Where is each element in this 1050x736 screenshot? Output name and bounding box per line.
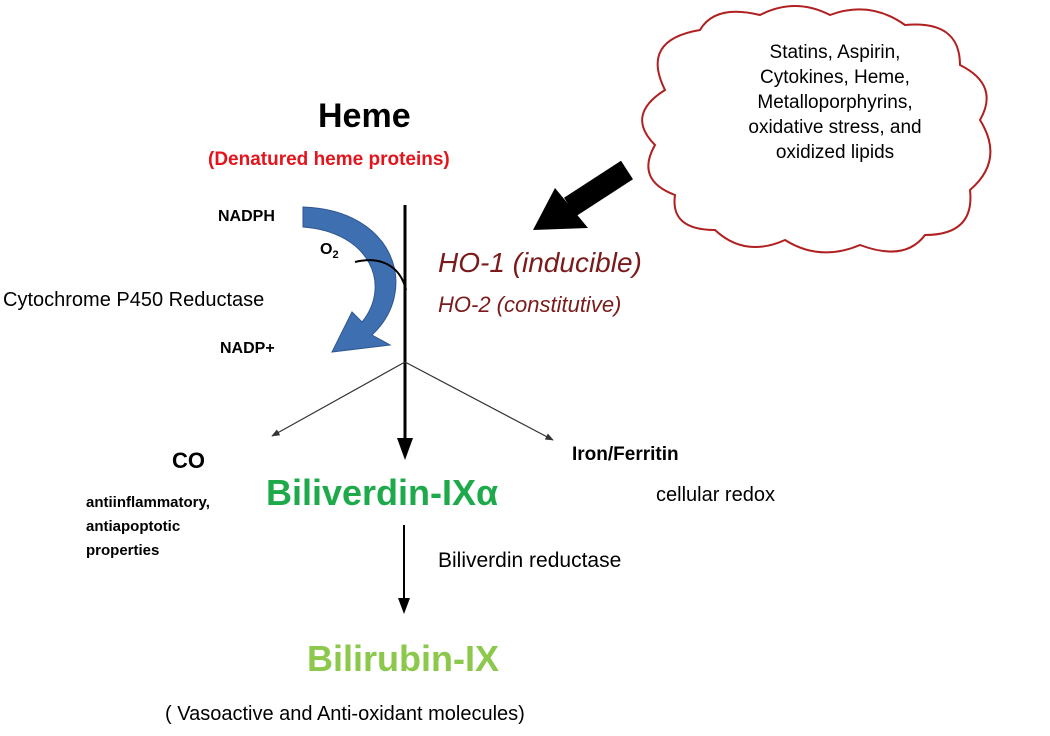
o2-symbol: O	[320, 241, 333, 258]
bilirubin-note: ( Vasoactive and Anti-oxidant molecules)	[165, 703, 525, 725]
co-label: CO	[172, 448, 205, 473]
inducer-line: Metalloporphyrins,	[757, 92, 913, 113]
ho2-label: HO-2 (constitutive)	[438, 292, 622, 317]
ho1-label: HO-1 (inducible)	[438, 247, 642, 278]
co-property-line: properties	[86, 542, 160, 559]
co-property-line: antiapoptotic	[86, 518, 181, 535]
o2-hook	[354, 259, 407, 291]
inducer-cloud	[641, 5, 992, 254]
main-pathway-arrow	[397, 205, 413, 460]
o2-subscript: 2	[332, 249, 339, 262]
inducer-line: oxidative stress, and	[748, 117, 922, 138]
nadp-label: NADP+	[220, 340, 275, 357]
co-properties: antiinflammatory, antiapoptotic properti…	[86, 491, 276, 563]
inducer-line: oxidized lipids	[775, 142, 895, 163]
reductase-label: Cytochrome P450 Reductase	[3, 289, 265, 311]
bilirubin-label: Bilirubin-IX	[307, 638, 499, 679]
iron-role-label: cellular redox	[656, 484, 775, 506]
heme-title: Heme	[318, 97, 411, 135]
iron-branch-arrow	[404, 361, 554, 441]
cytochrome-reductase-arrow	[302, 206, 397, 353]
induction-arrow	[533, 160, 633, 230]
biliverdin-reductase-label: Biliverdin reductase	[438, 549, 622, 572]
iron-label: Iron/Ferritin	[572, 444, 679, 465]
inducer-line: Cytokines, Heme,	[760, 67, 910, 88]
co-property-line: antiinflammatory,	[86, 494, 210, 511]
co-branch-arrow	[271, 361, 406, 437]
reductase-step-arrow	[398, 525, 410, 614]
biliverdin-label: Biliverdin-IXα	[266, 472, 499, 513]
nadph-label: NADPH	[218, 208, 275, 225]
heme-subtitle: (Denatured heme proteins)	[208, 149, 450, 170]
inducers-text: Statins, Aspirin, Cytokines, Heme, Metal…	[700, 40, 970, 165]
inducer-line: Statins, Aspirin,	[769, 42, 901, 63]
o2-label: O2	[320, 241, 339, 262]
